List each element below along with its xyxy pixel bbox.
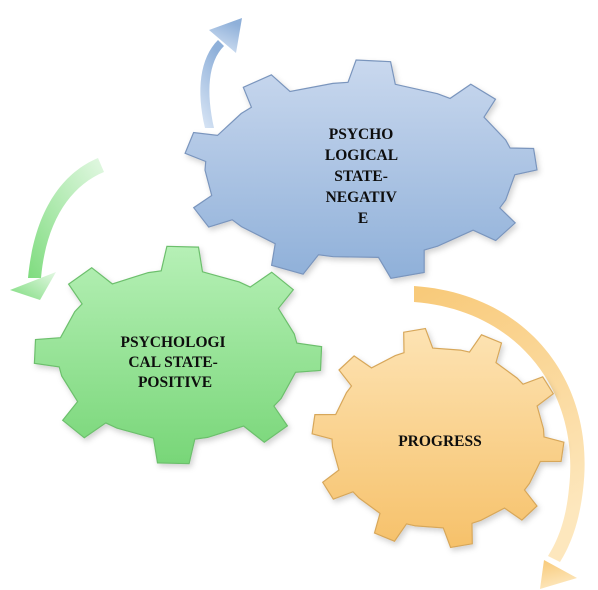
gear-negative-line-4: NEGATIV [326,189,398,206]
gear-progress: PROGRESS [311,327,565,549]
arrow-orange-shaft [414,286,585,562]
arrow-green-head [10,272,56,300]
gear-positive-shape [33,245,323,465]
gear-positive-line-3: POSITIVE [138,374,212,391]
arrow-blue-head [209,18,242,53]
gear-negative-shape [184,59,538,279]
gear-negative-label: PSYCHO LOGICAL STATE- NEGATIV E [325,126,401,227]
gear-negative-line-3: STATE- [334,168,388,185]
gear-positive: PSYCHOLOGI CAL STATE- POSITIVE [33,245,323,465]
gear-negative-line-1: PSYCHO [329,126,394,143]
arrow-green-shaft [28,158,104,278]
gear-progress-shape [311,327,565,549]
arrow-blue [200,18,242,128]
gear-positive-line-1: PSYCHOLOGI [121,334,226,351]
arrow-orange-head [540,560,577,589]
gear-negative-line-5: E [358,210,368,227]
gear-negative: PSYCHO LOGICAL STATE- NEGATIV E [184,59,538,279]
gear-positive-line-2: CAL STATE- [128,354,217,371]
gear-negative-line-2: LOGICAL [325,147,398,164]
arrow-blue-shaft [200,40,224,128]
gear-positive-label: PSYCHOLOGI CAL STATE- POSITIVE [121,334,230,391]
arrow-orange [414,286,585,589]
gear-progress-label: PROGRESS [398,433,482,450]
arrow-green [10,158,104,300]
gear-progress-line-1: PROGRESS [398,433,482,450]
